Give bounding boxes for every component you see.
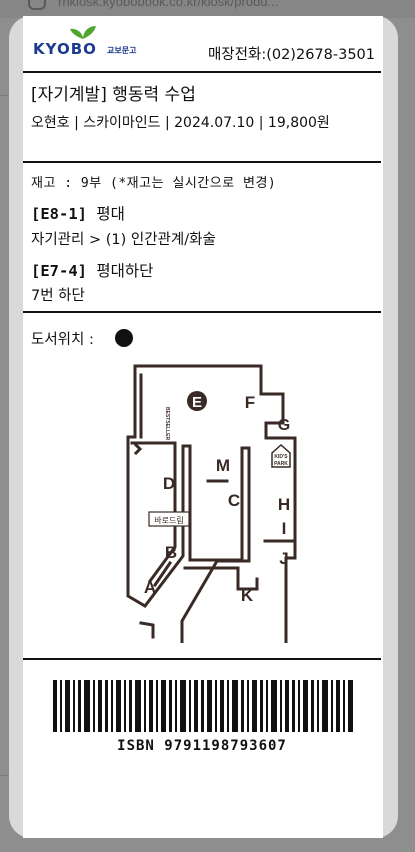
map-label-e: E	[192, 394, 202, 411]
map-label-barodrim: 바로드림	[154, 515, 183, 525]
location-desc-1: 자기관리 > (1) 인간관계/화술	[31, 232, 216, 248]
map-label-b: B	[165, 543, 177, 562]
map-label-m: M	[216, 456, 230, 475]
map-label-c: C	[228, 491, 240, 510]
kids-park-icon: KID'S PARK	[271, 443, 291, 468]
divider	[23, 658, 381, 660]
map-shelf-k	[183, 566, 259, 591]
location-code: [E8-1]	[31, 205, 87, 223]
map-outer-wall	[126, 364, 297, 643]
isbn-barcode	[53, 680, 353, 732]
location-name: 평대	[96, 205, 125, 223]
map-label-h: H	[278, 495, 290, 514]
map-label-d: D	[163, 474, 175, 493]
book-position-label: 도서위치 :	[31, 332, 94, 348]
map-shelf-a	[152, 560, 173, 588]
divider	[23, 161, 381, 163]
map-label-k: K	[241, 586, 254, 605]
book-title: [자기계발] 행동력 수업	[31, 85, 196, 105]
store-floor-map: E F G M C D B A H I J K BESTSELLER KID'S…	[126, 364, 297, 643]
book-meta: 오현호 | 스카이마인드 | 2024.07.10 | 19,800원	[31, 115, 330, 131]
map-entrance	[133, 442, 143, 456]
map-label-g: G	[278, 417, 290, 434]
map-label-j: J	[279, 549, 288, 568]
location-name: 평대하단	[96, 262, 154, 280]
map-label-park: PARK	[274, 461, 288, 467]
location-receipt-modal: KYOBO 교보문고 매장전화:(02)2678-3501 [자기계발] 행동력…	[9, 16, 398, 838]
map-label-bestseller: BESTSELLER	[164, 407, 170, 440]
location-desc-2: 7번 하단	[31, 288, 85, 304]
location-code: [E7-4]	[31, 262, 87, 280]
isbn-number: ISBN 9791198793607	[117, 738, 287, 754]
lock-icon	[28, 0, 46, 10]
receipt-paper: KYOBO 교보문고 매장전화:(02)2678-3501 [자기계발] 행동력…	[23, 16, 383, 838]
barodrim-box	[148, 511, 190, 527]
map-shelf-d	[130, 441, 177, 584]
map-label-kids: KID'S	[274, 454, 288, 460]
logo-text: KYOBO	[33, 40, 97, 58]
receipt-header: KYOBO 교보문고 매장전화:(02)2678-3501	[23, 16, 383, 72]
address-text: rnkiosk.kyobobook.co.kr/kiosk/produ...	[58, 0, 279, 9]
leaf-icon	[70, 26, 96, 39]
map-corner	[139, 621, 155, 639]
address-bar[interactable]: rnkiosk.kyobobook.co.kr/kiosk/produ...	[0, 0, 415, 18]
store-phone: 매장전화:(02)2678-3501	[207, 47, 375, 63]
map-marker-e	[187, 391, 207, 411]
location-code-1: [E8-1] 평대	[31, 202, 125, 224]
map-label-a: A	[144, 578, 156, 597]
position-marker	[115, 329, 133, 347]
logo-korean-text: 교보문고	[107, 46, 137, 55]
stock-info: 재고 : 9부 (*재고는 실시간으로 변경)	[31, 176, 277, 191]
location-code-2: [E7-4] 평대하단	[31, 259, 153, 281]
map-label-f: F	[245, 393, 255, 412]
divider	[23, 71, 381, 73]
map-label-i: I	[282, 519, 287, 538]
divider	[23, 311, 381, 313]
